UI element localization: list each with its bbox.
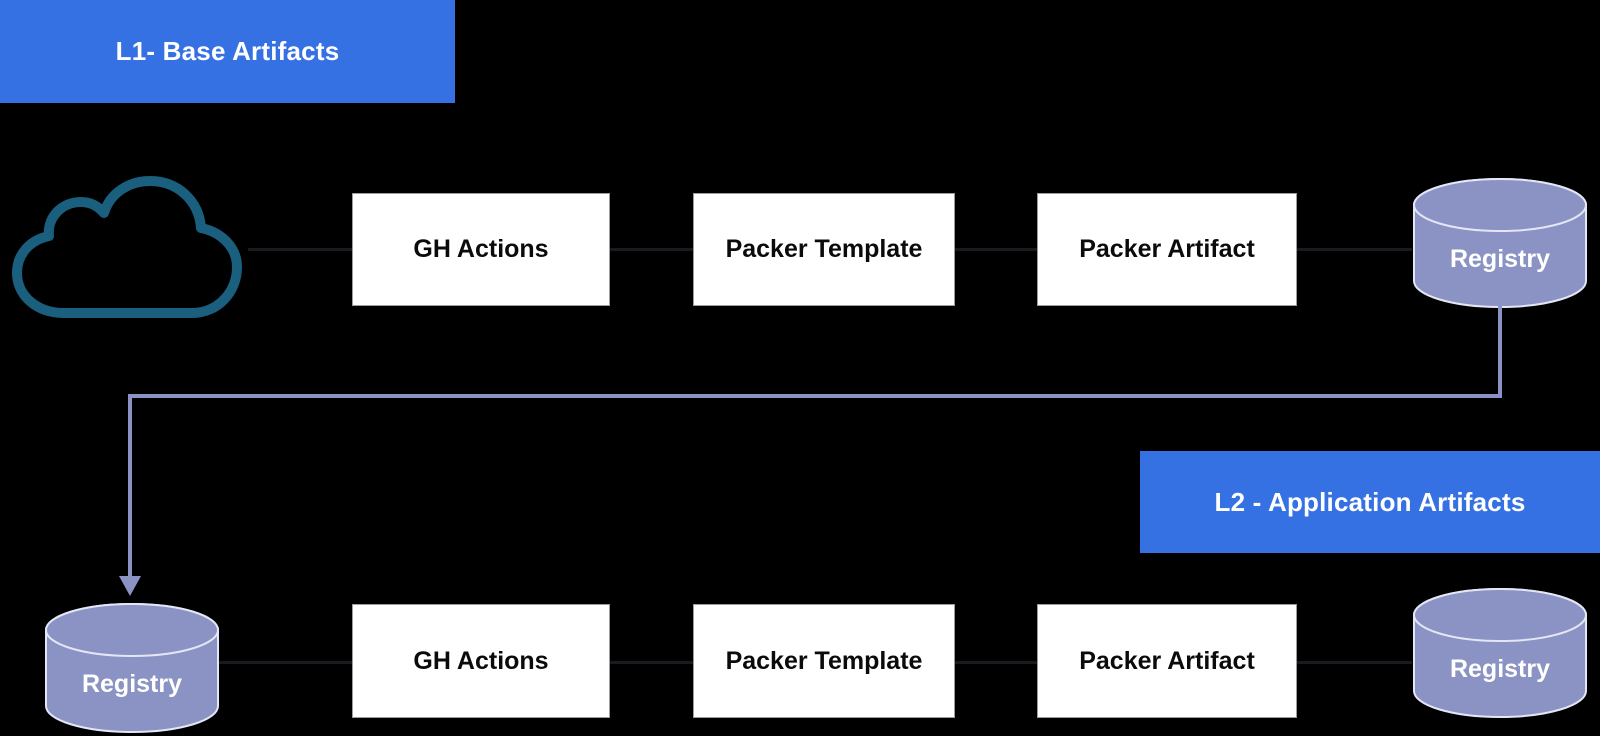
box-packer-artifact-l2-label: Packer Artifact [1079, 646, 1255, 675]
registry-cylinder-l2-target: Registry [1412, 587, 1588, 719]
arrow-down-icon [119, 576, 141, 596]
box-gh-actions-l2-label: GH Actions [413, 646, 549, 675]
database-cylinder-icon [1413, 178, 1587, 308]
box-gh-actions-l1-label: GH Actions [413, 235, 549, 263]
box-gh-actions-l2: GH Actions [352, 604, 610, 718]
l1-banner: L1- Base Artifacts [0, 0, 455, 103]
cloud-source [8, 176, 250, 320]
database-cylinder-icon [1413, 588, 1587, 718]
registry-cylinder-l1: Registry [1412, 177, 1588, 309]
box-packer-template-l1-label: Packer Template [725, 235, 923, 263]
connector-registry-l1-to-registry-l2-segment [128, 394, 132, 577]
connector-ghactions-to-packertemplate-l2 [610, 661, 693, 664]
l2-banner-label: L2 - Application Artifacts [1214, 486, 1526, 517]
box-packer-template-l2-label: Packer Template [725, 646, 923, 675]
connector-cloud-to-ghactions-l1 [248, 248, 352, 251]
box-gh-actions-l1: GH Actions [352, 193, 610, 306]
l2-banner: L2 - Application Artifacts [1140, 451, 1600, 553]
box-packer-template-l1: Packer Template [693, 193, 955, 306]
connector-packerartifact-to-registry-l2 [1297, 661, 1412, 664]
connector-registry-l1-horizontal-segment [128, 394, 1502, 398]
box-packer-artifact-l2: Packer Artifact [1037, 604, 1297, 718]
connector-registry-l1-down-segment [1498, 306, 1502, 398]
cloud-icon [12, 176, 242, 318]
connector-packertemplate-to-packerartifact-l1 [955, 248, 1037, 251]
box-packer-artifact-l1: Packer Artifact [1037, 193, 1297, 306]
database-cylinder-icon [45, 603, 219, 733]
connector-packertemplate-to-packerartifact-l2 [955, 661, 1037, 664]
registry-l1-label: Registry [1449, 245, 1551, 273]
registry-l2-source-label: Registry [81, 670, 183, 698]
connector-registry-to-ghactions-l2 [218, 661, 352, 664]
registry-cylinder-l2-source: Registry [44, 602, 220, 734]
box-packer-artifact-l1-label: Packer Artifact [1079, 235, 1255, 263]
connector-packerartifact-to-registry-l1 [1297, 248, 1412, 251]
l1-banner-label: L1- Base Artifacts [115, 36, 340, 66]
registry-l2-target-label: Registry [1449, 655, 1551, 683]
box-packer-template-l2: Packer Template [693, 604, 955, 718]
connector-ghactions-to-packertemplate-l1 [610, 248, 693, 251]
